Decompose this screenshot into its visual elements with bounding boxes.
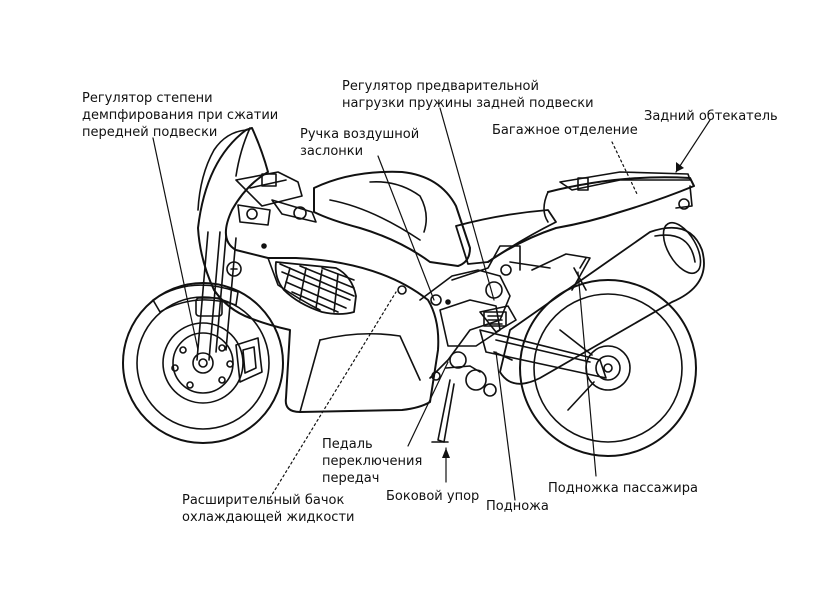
- label-rear-cowl: Задний обтекатель: [644, 109, 778, 124]
- leader-lines: [152, 107, 711, 501]
- front-fairing: [197, 127, 440, 413]
- front-wheel: [122, 282, 284, 444]
- label-coolant-reserve-tank: Расширительный бачок охлаждающей жидкост…: [182, 493, 355, 525]
- label-choke-knob: Ручка воздушной заслонки: [300, 127, 420, 159]
- passenger-footpeg-mount: [573, 267, 587, 291]
- arrowheads: [442, 162, 684, 458]
- handlebars: [235, 171, 317, 226]
- seat-tail: [455, 171, 695, 265]
- frame-engine: [419, 245, 591, 397]
- label-rear-preload-adjuster: Регулятор предварительной нагрузки пружи…: [342, 79, 594, 111]
- side-stand: [431, 379, 455, 443]
- fuel-tank: [313, 170, 471, 267]
- label-footpeg: Подножа: [486, 499, 549, 514]
- label-front-damping-adjuster: Регулятор степени демпфирования при сжат…: [82, 91, 279, 140]
- rider-footpeg: [493, 351, 513, 361]
- side-vent-mesh: [274, 261, 357, 315]
- label-luggage-compartment: Багажное отделение: [492, 123, 638, 138]
- exhaust-muffler: [499, 221, 705, 385]
- label-shift-pedal: Педаль переключения передач: [322, 437, 423, 486]
- label-passenger-footpeg: Подножка пассажира: [548, 481, 698, 496]
- front-fender: [152, 284, 239, 313]
- front-forks: [195, 231, 237, 361]
- label-side-stand: Боковой упор: [386, 489, 480, 504]
- rear-wheel: [519, 279, 697, 457]
- swingarm: [479, 329, 607, 379]
- shift-lever: [445, 365, 481, 373]
